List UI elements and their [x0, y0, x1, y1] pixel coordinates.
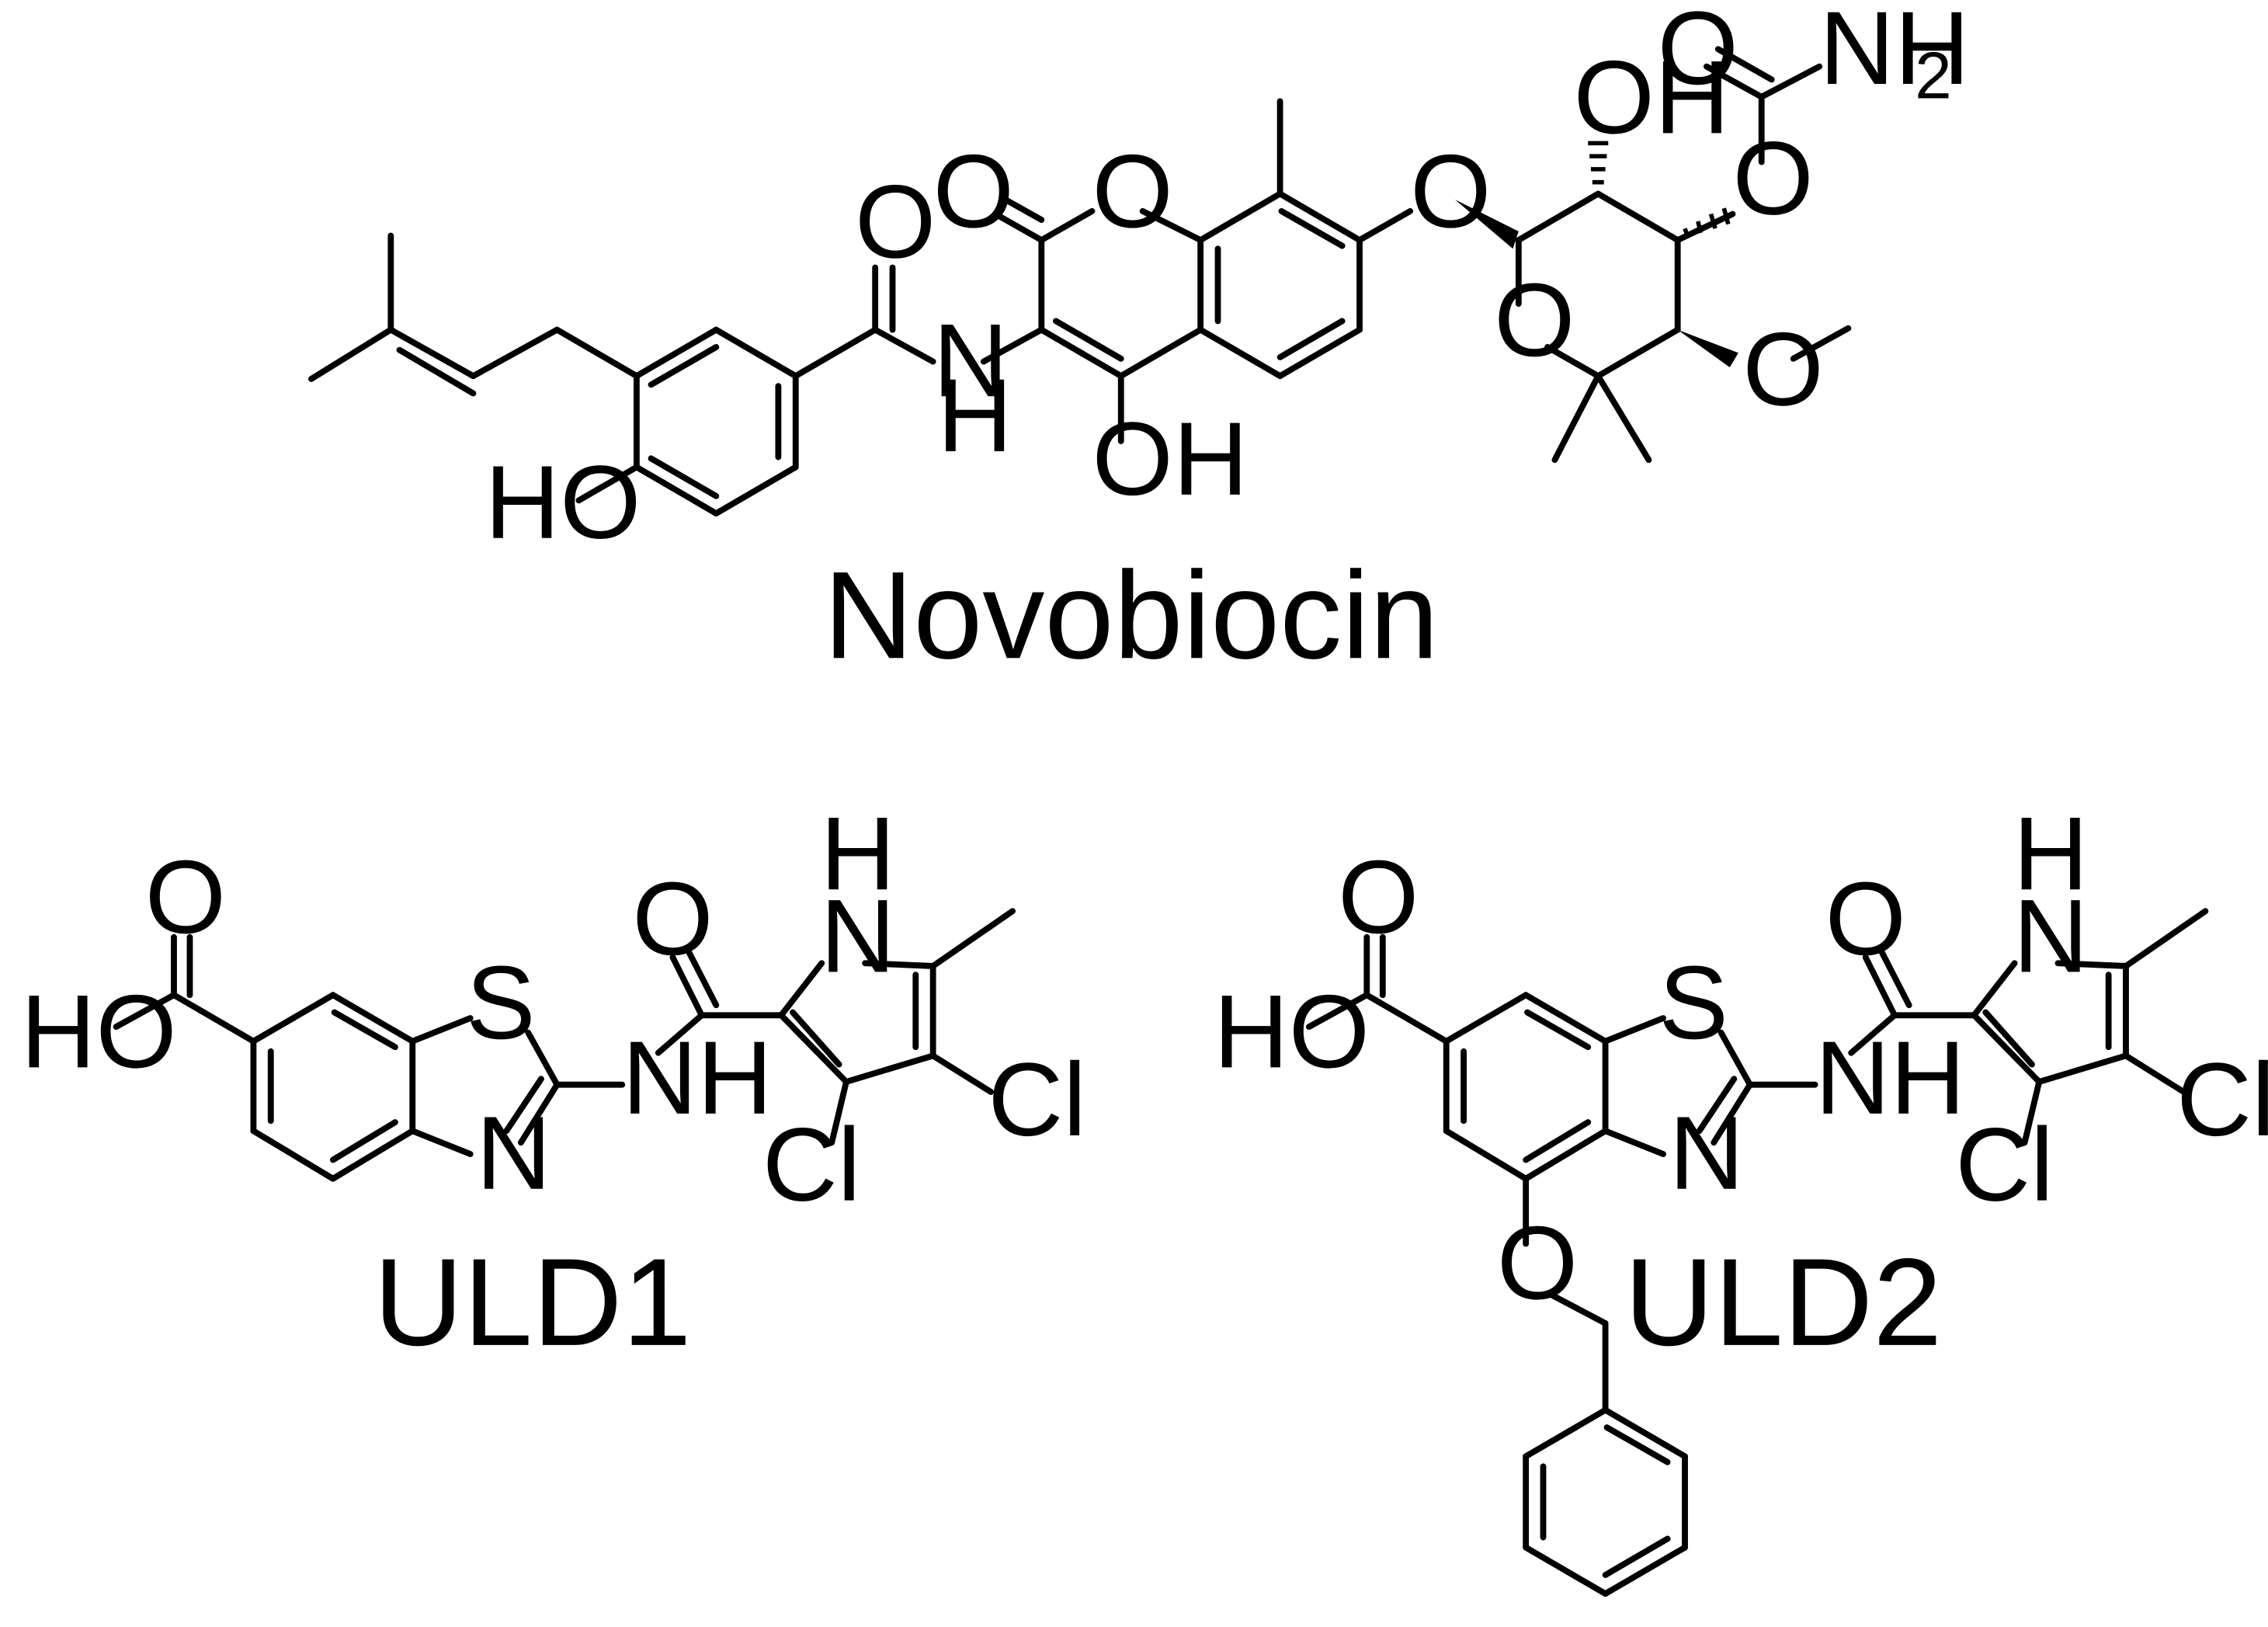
atom-label-s: S [1658, 945, 1728, 1061]
atom-label-o: O [1825, 861, 1906, 977]
uld2-structure: O HO S N O NH O H N Cl Cl ULD2 [1214, 796, 2268, 1597]
atom-label-h: H [2013, 796, 2089, 912]
atom-label-h: H [820, 796, 895, 912]
atom-label-cl: Cl [2176, 1042, 2268, 1158]
caption-uld1: ULD1 [373, 1232, 691, 1371]
atom-label-oh: OH [1092, 402, 1248, 517]
atom-label-cl: Cl [988, 1042, 1086, 1158]
atom-label-nh: NH [622, 1020, 773, 1136]
atom-label-o: O [1410, 134, 1491, 249]
atom-label-o: O [855, 164, 936, 280]
atom-label-o: O [1494, 262, 1575, 378]
novobiocin-structure: HO O N H O O OH O O OH O O NH 2 O Novobi… [307, 0, 1970, 684]
bond-lines [113, 908, 1016, 1182]
atom-label-ho: HO [21, 974, 177, 1090]
atom-label-subscript: 2 [1915, 39, 1952, 113]
stereo-wedges [1454, 141, 1738, 368]
atom-label-cl: Cl [762, 1107, 861, 1223]
atom-labels: HO O N H O O OH O O OH O O NH 2 O [485, 0, 1969, 561]
atom-label-o: O [1658, 0, 1738, 106]
atom-labels: O HO S N NH O H N Cl Cl [21, 796, 1086, 1222]
atom-label-o: O [1092, 134, 1172, 249]
atom-label-nh2: NH [1819, 0, 1970, 106]
bond-lines [1305, 908, 2209, 1597]
atom-label-s: S [466, 945, 535, 1061]
atom-label-o: O [145, 840, 226, 955]
atom-label-oh: OH [1574, 40, 1730, 155]
atom-label-n: N [1669, 1096, 1745, 1212]
atom-label-n: N [2013, 878, 2089, 994]
atom-label-n: N [933, 303, 1009, 419]
atom-label-cl: Cl [1955, 1107, 2054, 1223]
atom-label-h: H [937, 358, 1012, 474]
atom-label-o: O [632, 861, 713, 977]
atom-label-ho: HO [485, 445, 641, 561]
caption-uld2: ULD2 [1624, 1232, 1942, 1371]
atom-label-ho: HO [1214, 974, 1370, 1090]
atom-label-n: N [476, 1096, 551, 1212]
atom-label-nh: NH [1815, 1020, 1966, 1136]
bond-lines [307, 46, 1852, 516]
atom-labels: O HO S N O NH O H N Cl Cl [1214, 796, 2268, 1321]
caption-novobiocin: Novobiocin [824, 545, 1439, 684]
atom-label-o: O [1497, 1205, 1578, 1321]
atom-label-o: O [1742, 311, 1823, 427]
uld1-structure: O HO S N NH O H N Cl Cl ULD1 [21, 796, 1086, 1371]
atom-label-n: N [820, 878, 895, 994]
atom-label-o: O [1338, 840, 1419, 955]
atom-label-o: O [933, 134, 1014, 249]
atom-label-o: O [1732, 121, 1813, 237]
